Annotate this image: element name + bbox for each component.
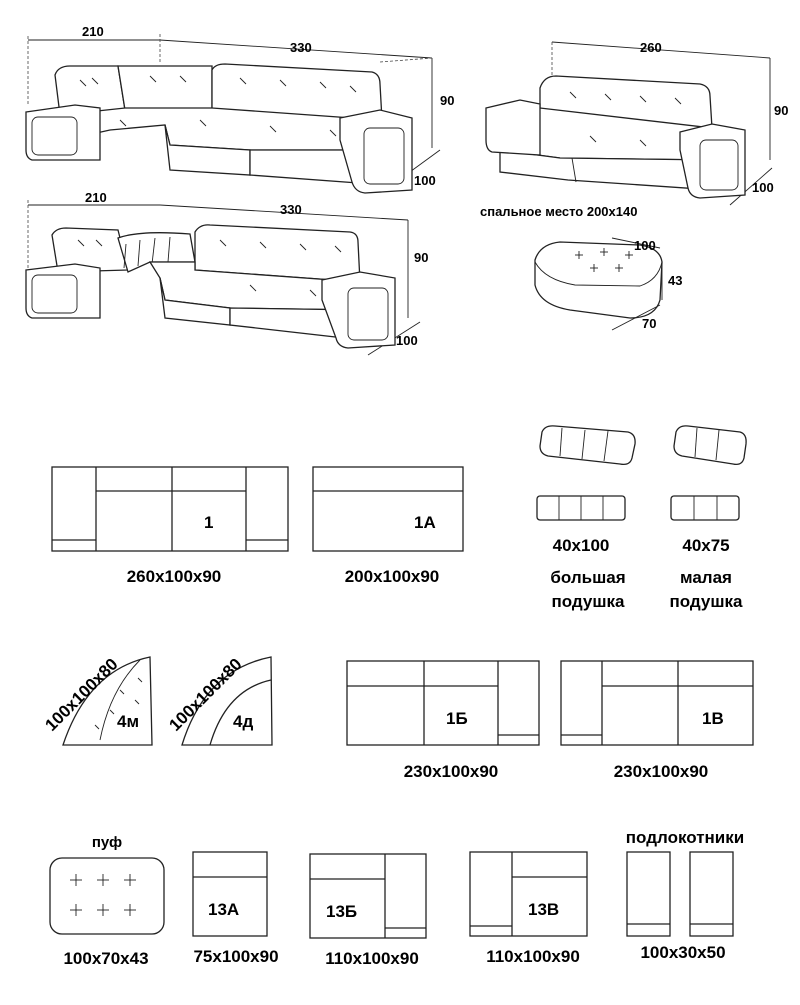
module-1-size: 260x100x90 <box>127 567 222 586</box>
module-13b-size: 110x100x90 <box>325 949 419 968</box>
module-13a: 13А 75x100x90 <box>192 851 279 966</box>
module-1-label: 1 <box>204 513 213 532</box>
module-1b-label: 1Б <box>446 709 468 728</box>
dim-d: 70 <box>642 316 656 331</box>
dim-width-right: 330 <box>280 202 302 217</box>
dim-width-left: 210 <box>82 24 104 39</box>
module-4m: 4м 100x100x80 <box>41 655 153 746</box>
sleeping-place-label: спальное место 200x140 <box>480 204 637 219</box>
big-cushion: 40x100 большая подушка <box>536 425 636 611</box>
dim-w: 100 <box>634 238 656 253</box>
module-1b: 1Б 230x100x90 <box>346 660 540 781</box>
module-13b: 13Б 110x100x90 <box>309 853 427 968</box>
big-cushion-name-2: подушка <box>551 592 625 611</box>
small-cushion-name-1: малая <box>680 568 732 587</box>
module-4m-label: 4м <box>117 712 139 731</box>
dim-height: 90 <box>774 103 788 118</box>
big-cushion-name-1: большая <box>550 568 625 587</box>
module-1a-size: 200x100x90 <box>345 567 440 586</box>
module-13v: 13В 110x100x90 <box>469 851 588 966</box>
dim-width: 260 <box>640 40 662 55</box>
module-1b-size: 230x100x90 <box>404 762 499 781</box>
small-cushion: 40x75 малая подушка <box>669 425 747 611</box>
armrests: подлокотники 100x30x50 <box>626 828 744 962</box>
dim-width-right: 330 <box>290 40 312 55</box>
armrests-title: подлокотники <box>626 828 744 847</box>
corner-sofa-a: 210 330 90 100 <box>25 24 454 194</box>
armrests-size: 100x30x50 <box>640 943 725 962</box>
pouf-size: 100x70x43 <box>63 949 148 968</box>
dim-depth: 100 <box>414 173 436 188</box>
module-1v: 1В 230x100x90 <box>560 660 754 781</box>
module-4d: 4д 100x100x80 <box>165 655 273 746</box>
dim-width-left: 210 <box>85 190 107 205</box>
module-1a-label: 1А <box>414 513 436 532</box>
module-1a: 1А 200x100x90 <box>312 466 464 586</box>
pouf-plan: пуф 100x70x43 <box>49 834 165 968</box>
dim-depth: 100 <box>396 333 418 348</box>
pouf-title: пуф <box>92 834 122 851</box>
small-cushion-name-2: подушка <box>669 592 743 611</box>
dim-h: 43 <box>668 273 682 288</box>
small-cushion-size: 40x75 <box>682 536 729 555</box>
small-cushion-plan <box>670 495 740 521</box>
dim-height: 90 <box>414 250 428 265</box>
dim-depth: 100 <box>752 180 774 195</box>
module-1: 1 260x100x90 <box>51 466 289 586</box>
dim-height: 90 <box>440 93 454 108</box>
corner-sofa-b: 210 330 90 100 <box>25 190 428 356</box>
module-1v-label: 1В <box>702 709 724 728</box>
module-13a-label: 13А <box>208 900 239 919</box>
module-4d-label: 4д <box>233 712 253 731</box>
module-13b-label: 13Б <box>326 902 357 921</box>
module-13v-size: 110x100x90 <box>486 947 580 966</box>
pouf-3d: 100 43 70 <box>534 237 682 331</box>
module-1v-size: 230x100x90 <box>614 762 709 781</box>
module-13v-label: 13В <box>528 900 559 919</box>
big-cushion-size: 40x100 <box>553 536 610 555</box>
straight-sofa: 260 90 100 спальное место 200x140 <box>480 40 788 219</box>
module-13a-size: 75x100x90 <box>193 947 278 966</box>
